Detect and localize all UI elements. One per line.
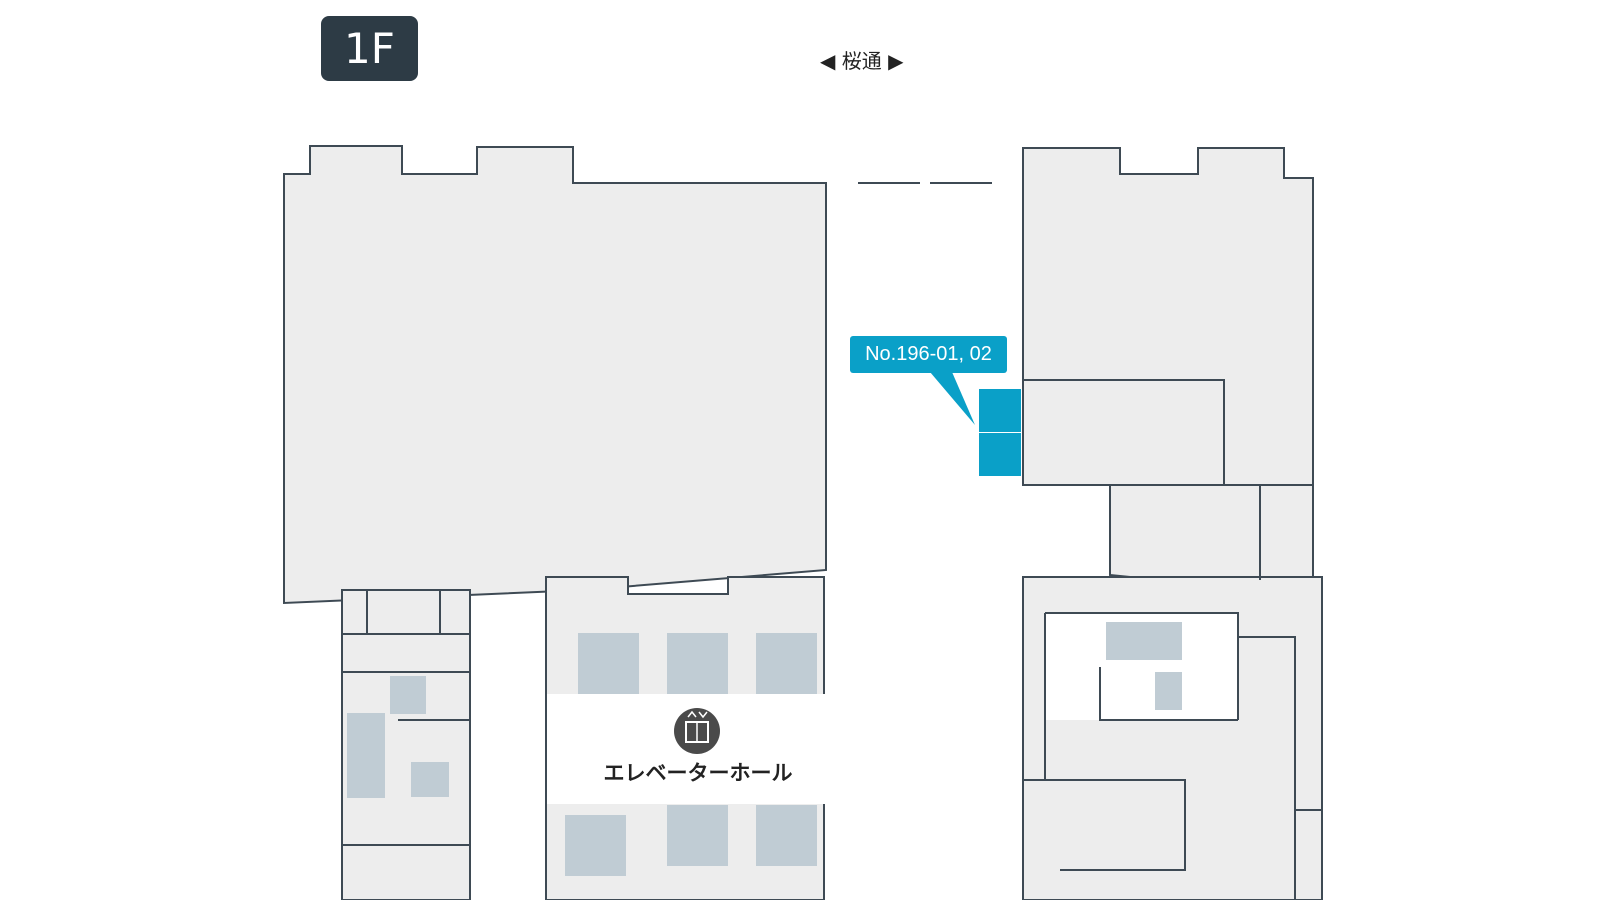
area-top-left bbox=[283, 145, 827, 605]
elevator-icon bbox=[674, 708, 720, 754]
stairs-right-a bbox=[1106, 622, 1182, 660]
stairs-left-a bbox=[347, 713, 385, 798]
area-bottom-left bbox=[341, 589, 471, 900]
floor-badge: 1F bbox=[321, 16, 418, 81]
unit-tag[interactable]: No.196-01, 02 bbox=[850, 336, 1007, 373]
street-name: 桜通 bbox=[841, 49, 882, 73]
stairs-left-b bbox=[390, 676, 426, 714]
right-arrow-icon: ▶ bbox=[888, 49, 904, 73]
elevator-block bbox=[578, 633, 639, 694]
elevator-block bbox=[756, 805, 817, 866]
tag-pointer bbox=[930, 372, 975, 425]
stairs-left-c bbox=[411, 762, 449, 797]
unit-196-01 bbox=[979, 389, 1021, 432]
elevator-block bbox=[565, 815, 626, 876]
stairs-right-b bbox=[1155, 672, 1182, 710]
elevator-block bbox=[667, 805, 728, 866]
area-top-right bbox=[1022, 147, 1314, 486]
unit-196-02 bbox=[979, 433, 1021, 476]
left-arrow-icon: ◀ bbox=[820, 49, 836, 73]
elevator-hall-label: エレベーターホール bbox=[603, 761, 793, 785]
elevator-block bbox=[667, 633, 728, 694]
elevator-block bbox=[756, 633, 817, 694]
street-label: ◀ 桜通 ▶ bbox=[820, 45, 904, 74]
